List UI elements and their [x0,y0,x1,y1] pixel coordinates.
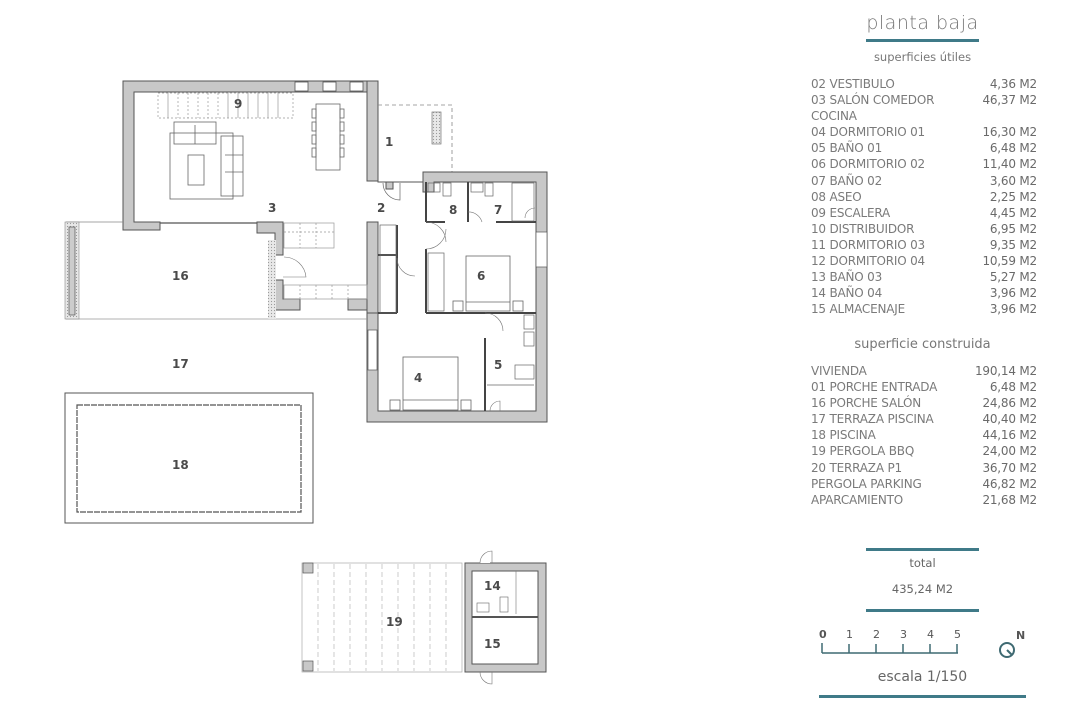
pool [64,392,314,524]
room-label-18: 18 [172,458,189,472]
scale-tick-0: 0 [819,628,827,641]
room-label-5: 5 [494,358,502,372]
room-label-16: 16 [172,269,189,283]
room-label-15: 15 [484,637,501,651]
scale-tick-3: 3 [900,628,907,641]
living-furniture [169,103,345,200]
beds [389,255,524,411]
room-labels: 9 1 3 2 8 7 6 16 5 4 17 18 19 14 15 [172,97,502,651]
top-windows [294,81,364,92]
scale-label: escala 1/150 [877,669,968,685]
total-top-rule [866,548,979,551]
floor-title: planta baja [866,12,979,34]
entrance-porch [378,104,453,183]
title-underline [866,39,979,42]
entrance-door [382,182,401,201]
scale-tick-5: 5 [954,628,961,641]
scale-tick-4: 4 [927,628,934,641]
area-legend: planta baja superficies útiles 02 VESTIB… [800,0,1080,704]
built-area-subtitle: superficie construida [854,337,991,352]
north-arrow-icon: N [999,629,1025,658]
total-bottom-rule [866,609,979,612]
room-label-8: 8 [449,203,457,217]
room-label-2: 2 [377,201,385,215]
kitchen-walls [256,221,368,311]
scale-tick-2: 2 [873,628,880,641]
room-label-4: 4 [414,371,422,385]
wing-windows [367,231,548,371]
outbuilding [464,550,547,685]
scale-bar: 0 1 2 3 4 5 N [819,628,1025,658]
room-label-17: 17 [172,357,189,371]
scale-bottom-rule [819,695,1026,698]
room-label-3: 3 [268,201,276,215]
porch-salon [64,221,367,320]
kitchen-door [283,256,307,278]
total-value: 435,24 M2 [891,582,954,596]
floor-plan: 9 1 3 2 8 7 6 16 5 4 17 18 19 14 15 [64,80,548,685]
kitchen-counters [283,222,368,300]
useful-areas-subtitle: superficies útiles [873,50,972,64]
area-row: COCINA [811,109,857,124]
bathroom-fixtures [427,182,535,386]
room-label-19: 19 [386,615,403,629]
room-label-6: 6 [477,269,485,283]
wardrobes [379,224,445,314]
staircase [157,92,294,119]
room-label-7: 7 [494,203,502,217]
pergola-bbq [301,562,463,673]
scale-tick-1: 1 [846,628,853,641]
room-label-14: 14 [484,579,501,593]
total-label: total [909,556,936,570]
room-label-1: 1 [385,135,393,149]
interior-walls [378,182,536,411]
svg-text:N: N [1016,629,1025,642]
interior-doors [396,207,536,412]
room-label-9: 9 [234,97,242,111]
